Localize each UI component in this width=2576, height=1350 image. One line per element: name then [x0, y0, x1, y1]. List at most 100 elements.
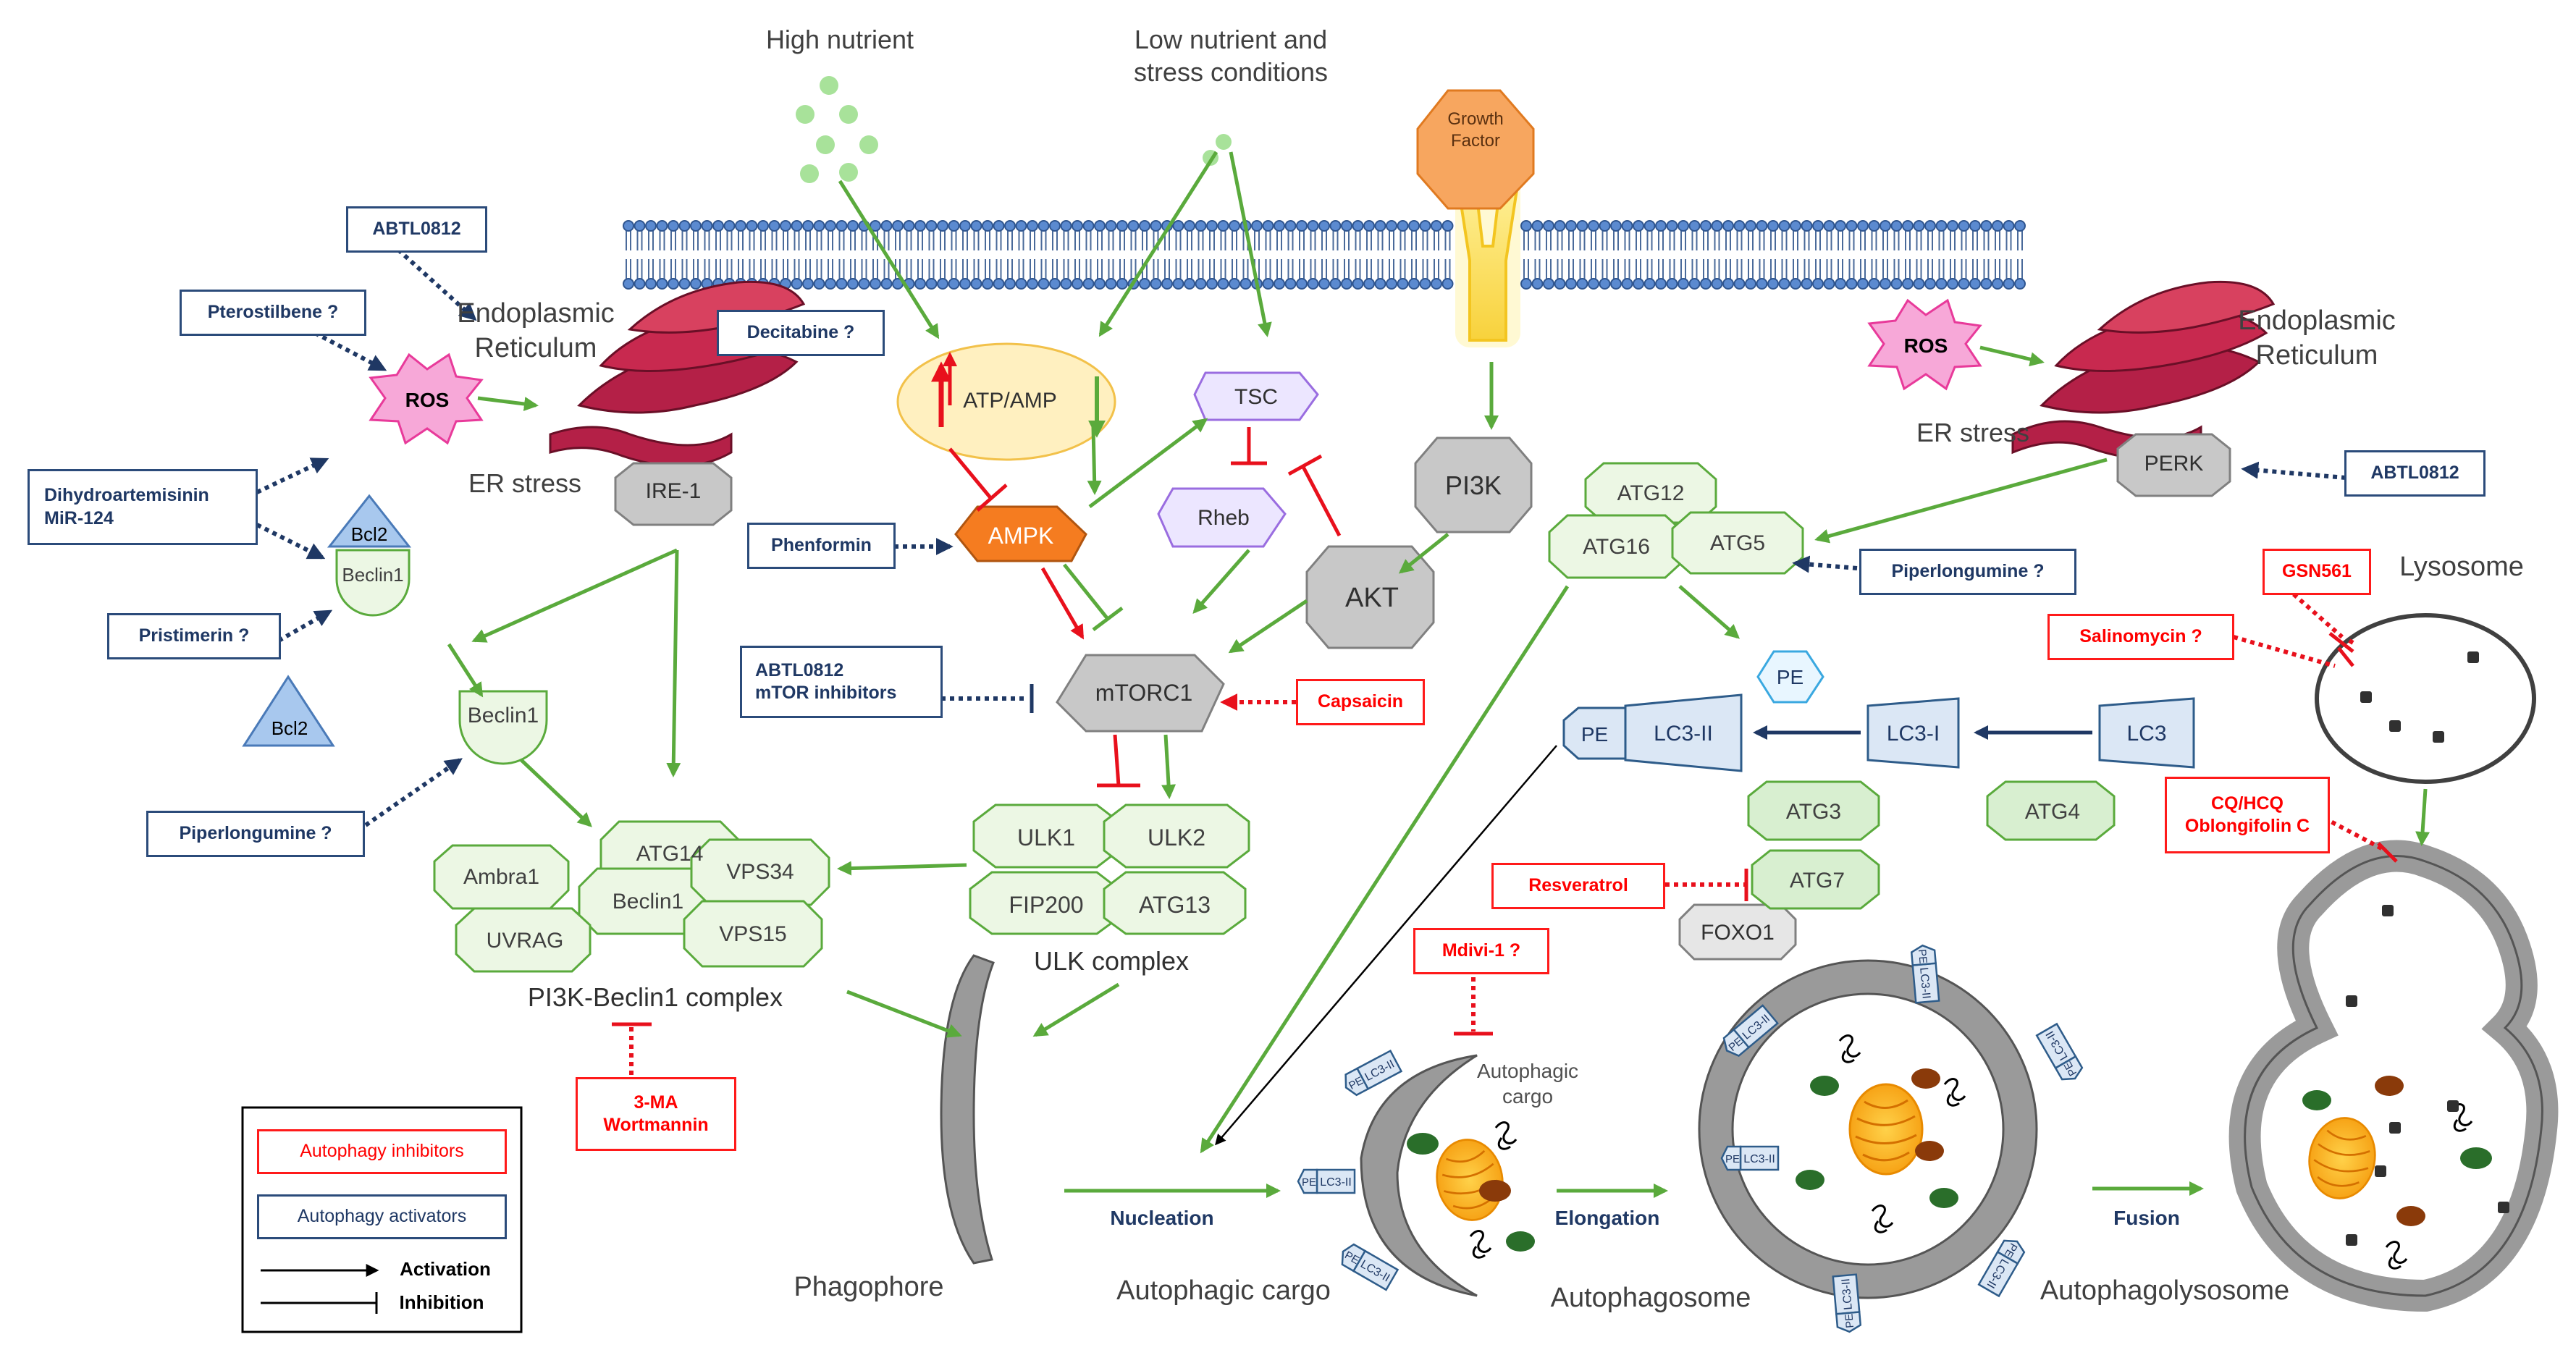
lc3ii-label: LC3-II	[1654, 722, 1713, 746]
right-ros-label: ROS	[1903, 334, 1948, 357]
right-er-stress: ER stress	[1916, 418, 2030, 447]
lc3-tags: LC3-IIPELC3-IIPELC3-IIPELC3-IIPELC3-IIPE…	[1297, 943, 2087, 1334]
perk-shape	[2116, 433, 2231, 497]
ire1-shape	[614, 462, 733, 526]
abtl0812-right-box: ABTL0812	[2344, 450, 2485, 497]
ampk-shape	[954, 505, 1087, 562]
svg-text:PE: PE	[1302, 1176, 1316, 1189]
ampk-label: AMPK	[988, 523, 1054, 549]
mdivi1-box: Mdivi-1 ?	[1413, 928, 1549, 974]
left-er-stress: ER stress	[468, 468, 582, 498]
phagophore-label: Phagophore	[794, 1272, 944, 1302]
ros-star-right	[1867, 298, 1982, 391]
low-nutrient-dots	[1203, 134, 1232, 166]
autophagosome-shape	[1699, 961, 2037, 1298]
ambra1-label: Ambra1	[463, 865, 540, 889]
rheb-label: Rheb	[1197, 506, 1250, 530]
ulk1-label: ULK1	[1016, 824, 1076, 851]
atg13-label: ATG13	[1139, 892, 1211, 918]
right-er-title: Endoplasmic Reticulum	[2238, 305, 2396, 371]
autophagolysosome-shape	[2228, 840, 2559, 1312]
svg-text:PE: PE	[1916, 949, 1929, 964]
tsc-shape	[1193, 371, 1319, 421]
fip200-label: FIP200	[1009, 892, 1084, 918]
pristimerin-box: Pristimerin ?	[107, 613, 281, 659]
lysosome-shape	[2315, 613, 2536, 784]
ire1-label: IRE-1	[645, 479, 702, 503]
svg-text:LC3-II: LC3-II	[1840, 1278, 1855, 1310]
cq-hcq-oblongifolin-box: CQ/HCQ Oblongifolin C	[2165, 777, 2330, 853]
elongation-label: Elongation	[1554, 1207, 1660, 1229]
beclin1-dome-top	[335, 549, 411, 617]
atg14-label: ATG14	[636, 842, 704, 866]
svg-text:LC3-II: LC3-II	[1743, 1153, 1775, 1165]
atg12-label: ATG12	[1617, 481, 1685, 505]
svg-text:PE: PE	[1725, 1153, 1740, 1165]
low-nutrient-label: Low nutrient and stress conditions	[1133, 25, 1329, 87]
pterostilbene-box: Pterostilbene ?	[180, 290, 366, 336]
abtl0812-mtor-inhibitors-box: ABTL0812 mTOR inhibitors	[740, 646, 943, 718]
phagophore-shape	[940, 954, 995, 1265]
ulk-complex-shapes	[969, 803, 1250, 935]
autophagolysosome-label: Autophagolysosome	[2040, 1275, 2290, 1306]
atg3-label: ATG3	[1785, 800, 1842, 824]
akt-label: AKT	[1345, 583, 1399, 613]
rheb-shape	[1157, 487, 1287, 548]
vps15-label: VPS15	[719, 922, 787, 946]
piperlongumine-right-box: Piperlongumine ?	[1859, 549, 2076, 595]
autophagosome-label: Autophagosome	[1550, 1283, 1751, 1313]
beclin1-complex-label: Beclin1	[612, 890, 684, 914]
mtorc1-label: mTORC1	[1095, 680, 1193, 706]
nucleation-label: Nucleation	[1110, 1207, 1214, 1229]
ulk2-label: ULK2	[1147, 824, 1206, 851]
perk-label: PERK	[2144, 452, 2204, 476]
salinomycin-box: Salinomycin ?	[2047, 614, 2234, 660]
foxo1-label: FOXO1	[1701, 921, 1775, 945]
beclin1-dome-middle	[458, 690, 548, 765]
lc3i-label: LC3-I	[1886, 722, 1940, 746]
inhibitor-bars	[612, 632, 2398, 1036]
cargo-crescent-shape	[1360, 1054, 1478, 1297]
bcl2-label-top: Bcl2	[350, 523, 388, 545]
cargo-contents	[1407, 1121, 1535, 1259]
right-endoplasmic-reticulum	[2011, 280, 2276, 460]
high-nutrient-dots	[796, 76, 878, 183]
tsc-label: TSC	[1234, 385, 1278, 409]
vps34-label: VPS34	[726, 860, 794, 884]
activator-dotted-arrows	[256, 248, 2346, 827]
plasma-membrane	[623, 220, 2026, 290]
svg-text:PE: PE	[1843, 1313, 1856, 1328]
3ma-wortmannin-box: 3-MA Wortmannin	[576, 1077, 736, 1151]
gsn561-box: GSN561	[2263, 549, 2371, 595]
svg-text:LC3-II: LC3-II	[1917, 967, 1932, 1000]
uvrag-label: UVRAG	[486, 929, 564, 953]
pe-label: PE	[1776, 666, 1804, 688]
growth-factor-label: Growth Factor	[1447, 109, 1504, 151]
autophagic-cargo-label: Autophagic cargo	[1116, 1275, 1331, 1306]
pi3k-label: PI3K	[1444, 471, 1502, 500]
left-ros-label: ROS	[405, 389, 450, 411]
green-activation-arrows	[447, 151, 2430, 1198]
lysosome-contents	[2360, 651, 2479, 743]
legend-inhibition-label: Inhibition	[399, 1291, 484, 1313]
decitabine-box: Decitabine ?	[717, 310, 885, 356]
pe-lc3ii-pe-label: PE	[1580, 723, 1609, 746]
atg3-atg4-atg7-shapes	[1747, 780, 2116, 910]
autophagic-cargo-small-label: Autophagic cargo	[1476, 1060, 1579, 1108]
foxo1-shape	[1678, 903, 1797, 961]
legend-inhibitors-box: Autophagy inhibitors	[257, 1129, 507, 1174]
legend-activators-box: Autophagy activators	[257, 1194, 507, 1239]
atp-amp-ellipse	[896, 342, 1116, 461]
high-nutrient-label: High nutrient	[765, 25, 914, 54]
mtorc1-shape	[1056, 654, 1225, 733]
growth-factor-shape	[1416, 89, 1535, 210]
bcl2-triangle-top	[327, 494, 412, 548]
capsaicin-box: Capsaicin	[1296, 679, 1425, 725]
beclin1-label-middle: Beclin1	[467, 704, 539, 727]
growth-factor-receptor	[1453, 165, 1523, 347]
pe-hexagon	[1756, 650, 1824, 704]
dihydroartemisinin-mir124-box: Dihydroartemisinin MiR-124	[28, 469, 258, 545]
ros-star-left	[369, 353, 484, 445]
